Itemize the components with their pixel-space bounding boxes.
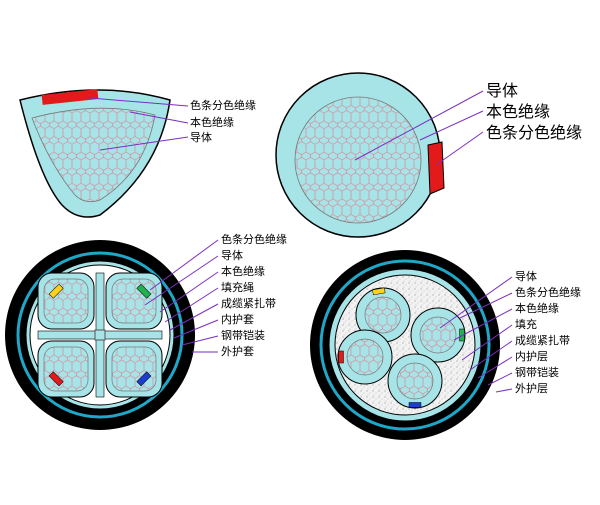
diagram4-cores [337, 287, 466, 409]
diagram4-core-conductor [396, 362, 434, 400]
d4-label-7: 钢带铠装 [515, 365, 559, 379]
d4-label-4: 填充 [515, 317, 537, 331]
leader-d3-5 [169, 303, 219, 331]
diagram1-color-stripe [41, 89, 99, 105]
diagram4-core-stripe [408, 402, 422, 408]
d1-label-conductor: 导体 [190, 130, 212, 144]
d4-label-5: 成缆紧扎带 [515, 333, 570, 347]
leader-d3-6 [173, 319, 219, 339]
diagram3-core-conductor [43, 346, 89, 392]
leader-d1-3 [99, 136, 189, 151]
d4-label-1: 导体 [515, 269, 537, 283]
diagram3-core-stripe [48, 283, 64, 299]
d3-label-1: 色条分色绝缘 [221, 232, 287, 246]
diagram3-filler-center [94, 329, 106, 341]
leader-d3-4 [164, 287, 219, 323]
d4-label-8: 外护层 [515, 381, 548, 395]
diagram4-steel-armor [319, 259, 491, 431]
leader-d4-6 [477, 356, 513, 379]
diagram3-core-conductor [111, 278, 157, 324]
d3-label-8: 外护套 [221, 344, 254, 358]
diagram3-core-stripe [136, 283, 152, 299]
d3-label-2: 导体 [221, 248, 243, 262]
leader-d2-1 [354, 90, 484, 161]
leader-lines [89, 90, 513, 393]
d2-label-conductor: 导体 [486, 81, 518, 100]
d3-label-5: 成缆紧扎带 [221, 296, 276, 310]
diagram2-color-stripe [427, 141, 445, 195]
leader-d4-8 [495, 388, 513, 393]
leader-d2-2 [419, 110, 484, 141]
leader-d4-1 [439, 276, 513, 329]
diagram4-core-stripe [338, 350, 344, 364]
d3-label-7: 钢带铠装 [221, 328, 265, 342]
diagram4-core-stripe [372, 287, 386, 296]
diagram1-sector-cable [19, 89, 171, 218]
d3-label-6: 内护套 [221, 312, 254, 326]
leader-d4-3 [453, 308, 513, 341]
diagram3-labels: 色条分色绝缘 导体 本色绝缘 填充绳 成缆紧扎带 内护套 钢带铠装 外护套 [221, 232, 287, 358]
diagram1-conductor [31, 107, 156, 203]
d4-label-6: 内护层 [515, 349, 548, 363]
leader-d3-2 [144, 255, 219, 306]
d1-label-insulation: 本色绝缘 [190, 115, 234, 129]
leader-d4-5 [469, 340, 513, 371]
d3-label-3: 本色绝缘 [221, 264, 265, 278]
diagram4-core-stripe [459, 328, 465, 342]
diagram3-core-stripe [48, 371, 64, 387]
d4-label-3: 本色绝缘 [515, 301, 559, 315]
diagram3-cores [37, 272, 163, 398]
diagram4-core-conductor [419, 316, 457, 354]
diagram4-four-core-armored [310, 250, 500, 440]
leader-d1-2 [129, 111, 189, 124]
diagram3-core-conductor [43, 278, 89, 324]
leader-d3-7 [181, 335, 219, 346]
diagram2-round-cable [275, 72, 445, 238]
d2-label-stripe: 色条分色绝缘 [486, 123, 582, 142]
diagram2-conductor [294, 96, 422, 224]
leader-d3-3 [159, 271, 219, 313]
leader-d4-4 [461, 324, 513, 361]
diagram4-core-conductor [364, 296, 402, 334]
d1-label-stripe: 色条分色绝缘 [190, 98, 256, 112]
diagram1-labels: 色条分色绝缘 本色绝缘 导体 [190, 98, 256, 144]
diagram4-labels: 导体 色条分色绝缘 本色绝缘 填充 成缆紧扎带 内护层 钢带铠装 外护层 [515, 269, 581, 395]
diagram2-labels: 导体 本色绝缘 色条分色绝缘 [486, 81, 582, 142]
leader-d3-1 [149, 239, 219, 291]
d3-label-4: 填充绳 [221, 280, 254, 294]
leader-d4-2 [459, 292, 513, 319]
diagram3-core-stripe [136, 371, 152, 387]
diagram3-four-core-armored [5, 240, 195, 430]
d2-label-insulation: 本色绝缘 [486, 102, 550, 121]
diagram4-core-conductor [346, 338, 384, 376]
leader-d2-3 [435, 131, 484, 166]
leader-d4-7 [487, 372, 513, 386]
diagram3-core-conductor [111, 346, 157, 392]
d4-label-2: 色条分色绝缘 [515, 285, 581, 299]
leader-d1-1 [89, 97, 189, 107]
